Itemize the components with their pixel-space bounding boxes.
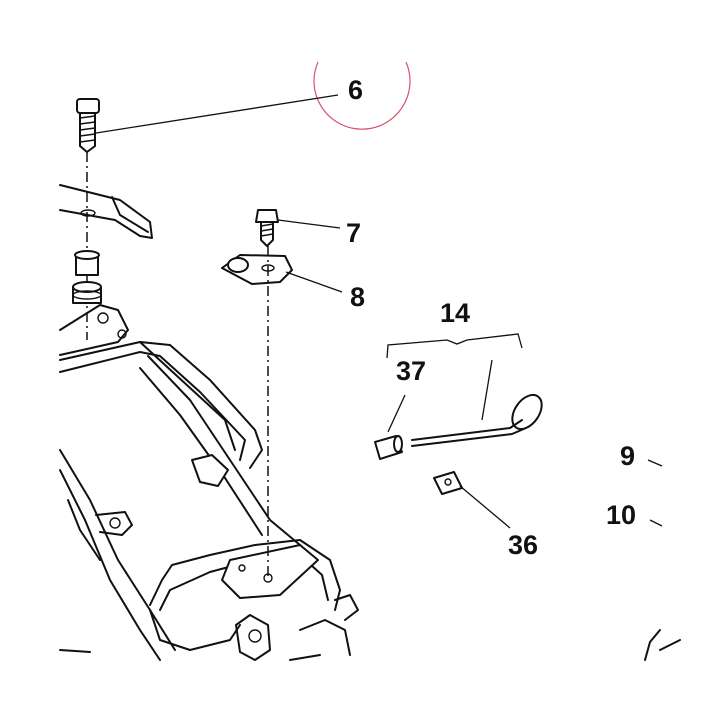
callout-7-label: 7: [346, 218, 361, 248]
bracket-8-icon: [221, 254, 293, 285]
callout-9-label: 9: [620, 441, 635, 471]
callout-14-label: 14: [440, 298, 470, 328]
callout-36-label: 36: [508, 530, 538, 560]
leader-7: [277, 219, 341, 229]
cap-37-icon: [374, 435, 403, 460]
rubber-washer-upper-icon: [74, 250, 100, 276]
callout-10-label: 10: [606, 500, 636, 530]
leader-8: [285, 271, 343, 293]
leader-14-rod: [481, 359, 493, 421]
callout-6-label: 6: [348, 75, 363, 105]
bracket-14-leader: [386, 333, 523, 359]
rubber-washer-lower-icon: [72, 281, 102, 304]
callout-6-highlight-circle: [313, 61, 411, 130]
upper-mount-plate-icon: [59, 184, 153, 239]
bolt-7-icon: [255, 209, 279, 247]
frame-structure-icon: [59, 304, 681, 661]
rod-14-icon: [411, 393, 543, 447]
leader-37: [387, 394, 406, 433]
leader-36: [459, 485, 511, 529]
leader-10: [649, 519, 663, 527]
leader-9: [647, 459, 663, 467]
callout-37-label: 37: [396, 356, 426, 386]
bolt-6-icon: [76, 98, 100, 340]
callout-8-label: 8: [350, 282, 365, 312]
leader-6: [95, 94, 339, 134]
clip-nut-36-icon: [433, 471, 463, 495]
